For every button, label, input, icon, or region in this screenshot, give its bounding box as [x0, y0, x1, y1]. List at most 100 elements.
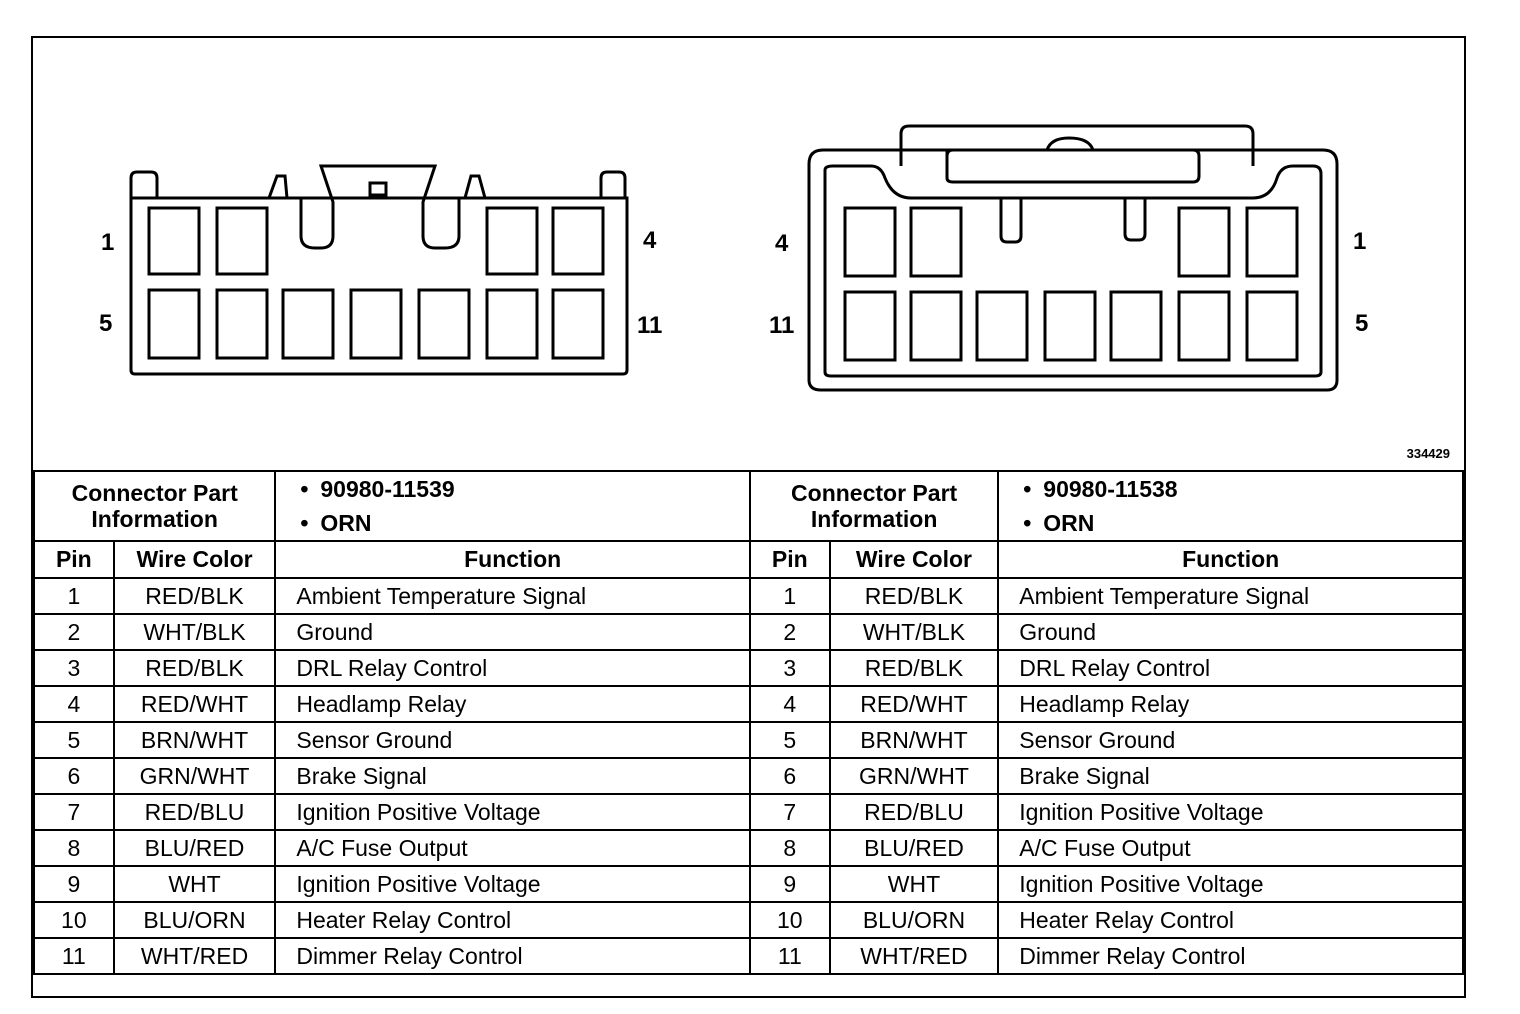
left-pin-label-top-right: 4 — [643, 227, 657, 254]
left-connector-cavities — [147, 206, 605, 360]
right-pin-label-top-left: 4 — [775, 230, 789, 257]
right-wire-color-cell: RED/BLK — [828, 649, 1000, 687]
left-function-cell: DRL Relay Control — [274, 649, 751, 687]
left-cavity — [215, 288, 269, 360]
right-header-wire-color: Wire Color — [828, 540, 1000, 579]
right-function-cell: Ignition Positive Voltage — [997, 793, 1464, 831]
right-pin-cell: 9 — [748, 865, 831, 903]
left-wire-color-cell: RED/BLU — [112, 793, 277, 831]
left-cavity — [417, 288, 471, 360]
right-wire-color-cell: BLU/RED — [828, 829, 1000, 867]
left-function-cell: Ambient Temperature Signal — [274, 577, 751, 615]
left-function-cell: Headlamp Relay — [274, 685, 751, 723]
left-wire-color-cell: RED/BLK — [112, 649, 277, 687]
right-connector-part-info-label: Connector Part Information — [748, 470, 1000, 542]
right-connector — [807, 124, 1339, 392]
figure-id: 334429 — [1406, 446, 1450, 461]
left-cavity — [281, 288, 335, 360]
right-part-color: ORN — [1023, 506, 1461, 539]
left-pin-cell: 2 — [33, 613, 115, 651]
left-pin-label-bottom-left: 5 — [99, 310, 113, 337]
right-pin-cell: 7 — [748, 793, 831, 831]
right-pin-label-bottom-right: 5 — [1355, 310, 1369, 337]
left-pin-cell: 11 — [33, 937, 115, 975]
right-pin-cell: 10 — [748, 901, 831, 939]
right-function-cell: Sensor Ground — [997, 721, 1464, 759]
left-cavity — [349, 288, 403, 360]
right-wire-color-cell: RED/BLK — [828, 577, 1000, 615]
right-wire-color-cell: RED/BLU — [828, 793, 1000, 831]
left-cavity — [485, 288, 539, 360]
right-cavity — [843, 290, 897, 362]
left-connector-body — [129, 196, 629, 376]
right-pin-label-top-right: 1 — [1353, 228, 1367, 255]
connector-diagram: 1 4 5 11 4 1 11 5 334429 — [33, 38, 1464, 470]
left-pin-cell: 5 — [33, 721, 115, 759]
right-part-number: 90980-11538 — [1023, 473, 1461, 506]
left-wire-color-cell: WHT/BLK — [112, 613, 277, 651]
right-connector-body-outer — [807, 148, 1339, 392]
left-part-number: 90980-11539 — [300, 473, 748, 506]
connector-pinout-table: Connector Part Information 90980-11539 O… — [32, 470, 1464, 975]
left-connector — [129, 164, 629, 376]
left-wire-color-cell: WHT — [112, 865, 277, 903]
left-pin-cell: 1 — [33, 577, 115, 615]
left-wire-color-cell: BLU/ORN — [112, 901, 277, 939]
left-cavity — [485, 206, 539, 276]
left-pin-label-top-left: 1 — [101, 229, 115, 256]
right-wire-color-cell: RED/WHT — [828, 685, 1000, 723]
right-pin-cell: 1 — [748, 577, 831, 615]
right-wire-color-cell: GRN/WHT — [828, 757, 1000, 795]
left-pin-cell: 9 — [33, 865, 115, 903]
left-function-cell: Sensor Ground — [274, 721, 751, 759]
left-pin-cell: 10 — [33, 901, 115, 939]
left-cavity — [551, 288, 605, 360]
right-cavity — [843, 206, 897, 278]
left-wire-color-cell: BRN/WHT — [112, 721, 277, 759]
right-function-cell: Brake Signal — [997, 757, 1464, 795]
left-cavity — [551, 206, 605, 276]
left-connector-part-details: 90980-11539 ORN — [274, 470, 751, 542]
right-cavity — [1177, 206, 1231, 278]
right-pin-cell: 2 — [748, 613, 831, 651]
right-pin-cell: 8 — [748, 829, 831, 867]
right-wire-color-cell: WHT — [828, 865, 1000, 903]
right-header-function: Function — [997, 540, 1464, 579]
left-function-cell: Ground — [274, 613, 751, 651]
right-cavity — [1109, 290, 1163, 362]
left-cavity — [147, 288, 201, 360]
right-function-cell: Ground — [997, 613, 1464, 651]
left-header-pin: Pin — [33, 540, 115, 579]
right-wire-color-cell: WHT/RED — [828, 937, 1000, 975]
left-pin-cell: 8 — [33, 829, 115, 867]
right-function-cell: Ambient Temperature Signal — [997, 577, 1464, 615]
left-wire-color-cell: RED/BLK — [112, 577, 277, 615]
right-cavity — [909, 206, 963, 278]
right-pin-cell: 11 — [748, 937, 831, 975]
right-cavity — [1245, 206, 1299, 278]
left-pin-cell: 3 — [33, 649, 115, 687]
right-connector-part-details: 90980-11538 ORN — [997, 470, 1464, 542]
left-pin-label-bottom-right: 11 — [637, 312, 663, 339]
left-function-cell: Heater Relay Control — [274, 901, 751, 939]
left-wire-color-cell: WHT/RED — [112, 937, 277, 975]
table-header-row: Pin Wire Color Function Pin Wire Color F… — [33, 540, 1464, 579]
right-header-pin: Pin — [748, 540, 831, 579]
right-function-cell: Heater Relay Control — [997, 901, 1464, 939]
left-function-cell: A/C Fuse Output — [274, 829, 751, 867]
right-pin-cell: 5 — [748, 721, 831, 759]
right-wire-color-cell: BRN/WHT — [828, 721, 1000, 759]
left-function-cell: Dimmer Relay Control — [274, 937, 751, 975]
right-pin-cell: 6 — [748, 757, 831, 795]
left-pin-cell: 7 — [33, 793, 115, 831]
left-pin-cell: 6 — [33, 757, 115, 795]
